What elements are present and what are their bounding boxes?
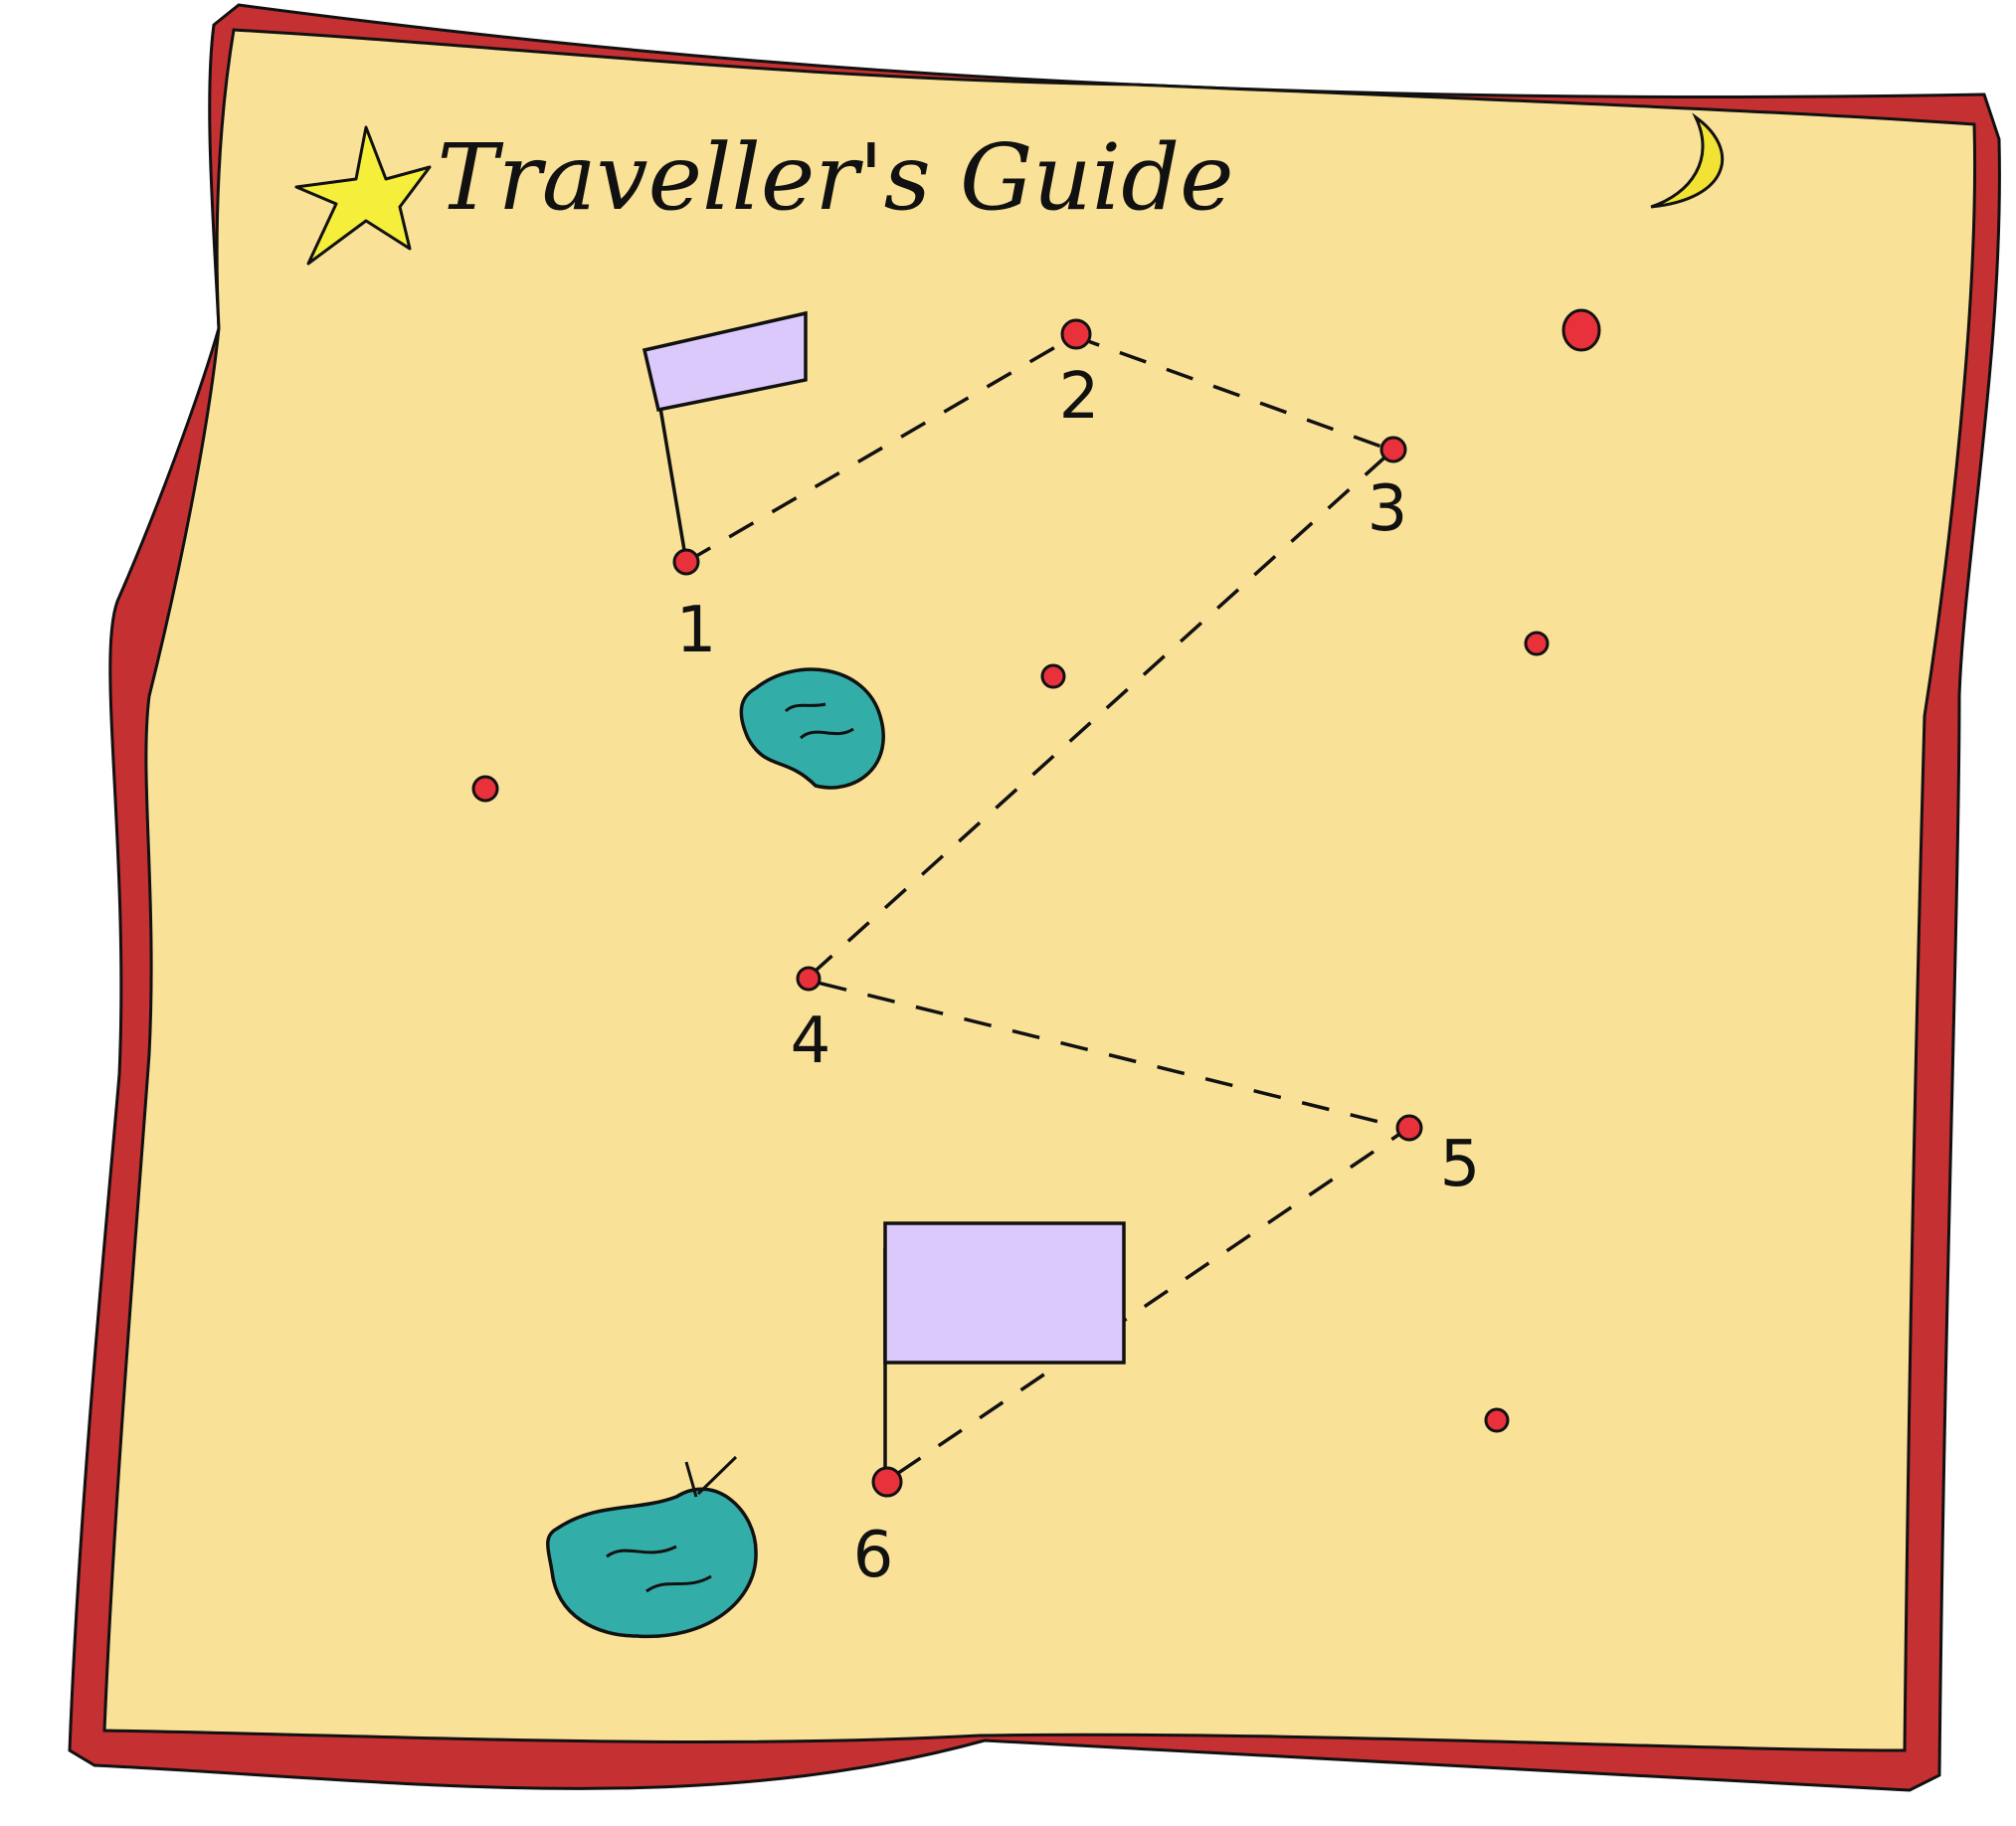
decor-dot: [471, 775, 499, 803]
star-icon: [294, 125, 432, 266]
decor-dot: [1040, 663, 1066, 689]
route-stop: 1: [672, 548, 717, 667]
stop-label: 1: [676, 594, 717, 667]
end-flag-icon: [883, 1221, 1126, 1482]
decor-dot: [1561, 308, 1601, 352]
stop-marker: [871, 1466, 903, 1498]
pond-icon: [546, 1455, 758, 1639]
route-stop: 4: [791, 966, 831, 1078]
stop-label: 5: [1440, 1128, 1481, 1201]
crescent-moon-icon: [1650, 112, 1724, 209]
stop-label: 2: [1059, 360, 1100, 434]
pond-icon: [739, 667, 885, 790]
decor-dot: [1484, 1407, 1510, 1433]
stop-label: 3: [1368, 472, 1408, 546]
route-stop: 3: [1368, 436, 1408, 546]
route-stop: 6: [853, 1466, 903, 1592]
stop-marker: [672, 548, 700, 576]
decor-dot: [1524, 631, 1550, 656]
stop-label: 6: [853, 1519, 894, 1592]
map-title: Traveller's Guide: [437, 124, 1233, 231]
route-stop: 5: [1395, 1114, 1481, 1201]
route-stop: 2: [1059, 318, 1100, 434]
route-path: [685, 334, 1412, 1484]
start-flag-icon: [641, 310, 808, 563]
map-parchment: [102, 28, 1977, 1752]
stop-marker: [1379, 436, 1407, 463]
stop-marker: [1060, 318, 1092, 350]
stop-marker: [796, 966, 822, 992]
stop-marker: [1395, 1114, 1423, 1142]
stop-label: 4: [791, 1004, 831, 1078]
